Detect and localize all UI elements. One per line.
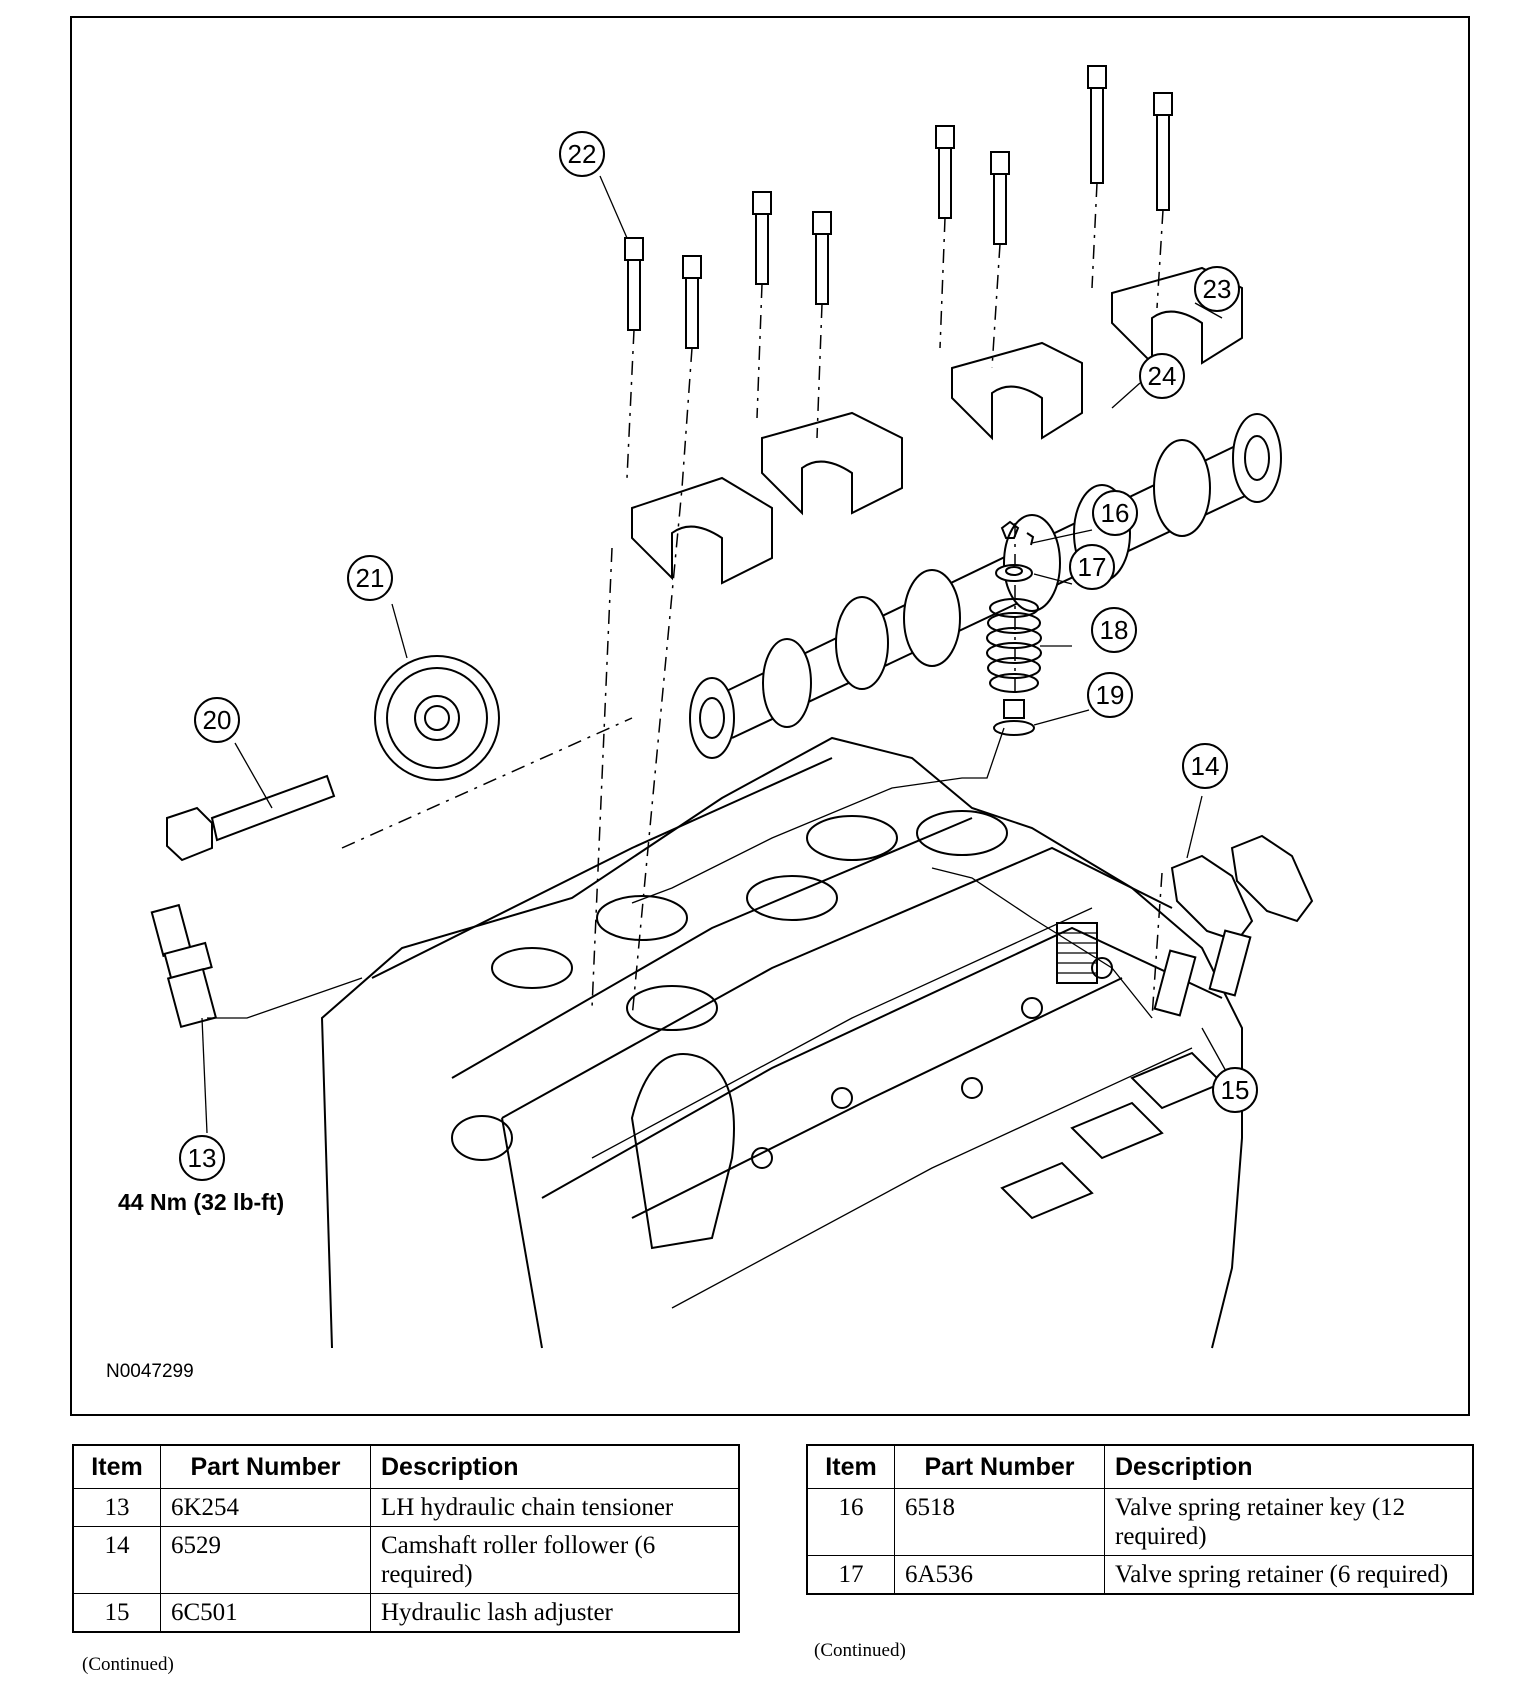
item-cell: 13 xyxy=(72,1488,161,1527)
item-cell: 16 xyxy=(806,1488,895,1556)
callout-20: 20 xyxy=(194,697,240,743)
item-cell: 17 xyxy=(806,1555,895,1595)
callout-label: 22 xyxy=(568,139,597,169)
header-part-number: Part Number xyxy=(894,1444,1105,1489)
callout-23: 23 xyxy=(1194,266,1240,312)
callout-13: 13 xyxy=(179,1135,225,1181)
callout-19: 19 xyxy=(1087,672,1133,718)
callout-label: 14 xyxy=(1191,751,1220,781)
callout-15: 15 xyxy=(1212,1067,1258,1113)
callout-24: 24 xyxy=(1139,353,1185,399)
camshaft xyxy=(689,413,1282,759)
cap-bolts xyxy=(624,65,1173,349)
description-cell: Valve spring retainer key (12 required) xyxy=(1104,1488,1474,1556)
cylinder-head xyxy=(320,736,1243,1349)
chain-tensioner xyxy=(150,903,218,1029)
leader-lines xyxy=(201,175,1233,1134)
callout-label: 13 xyxy=(188,1143,217,1173)
parts-table-left: Item Part Number Description 13 6K254 LH… xyxy=(72,1444,740,1633)
table-row: 17 6A536 Valve spring retainer (6 requir… xyxy=(806,1555,1474,1595)
callout-21: 21 xyxy=(347,555,393,601)
part-number-cell: 6K254 xyxy=(160,1488,371,1527)
bearing-caps xyxy=(631,266,1243,585)
continued-note-left: (Continued) xyxy=(82,1654,174,1675)
lash-adjusters xyxy=(1153,929,1252,1017)
part-number-cell: 6A536 xyxy=(894,1555,1105,1595)
engine-illustration: 22 23 24 21 20 16 17 18 xyxy=(150,65,1314,1349)
callout-17: 17 xyxy=(1069,544,1115,590)
valve-spring xyxy=(986,598,1042,693)
header-description: Description xyxy=(1104,1444,1474,1489)
exploded-view-figure: 22 23 24 21 20 16 17 18 xyxy=(70,16,1470,1416)
table-row: 15 6C501 Hydraulic lash adjuster xyxy=(72,1593,740,1633)
callout-14: 14 xyxy=(1182,743,1228,789)
valve-train-parts xyxy=(986,520,1042,736)
table-header-row: Item Part Number Description xyxy=(72,1444,740,1489)
callout-label: 21 xyxy=(356,563,385,593)
sprocket-bolt xyxy=(166,774,336,862)
callout-22: 22 xyxy=(559,131,605,177)
table-row: 14 6529 Camshaft roller follower (6 requ… xyxy=(72,1526,740,1594)
installed-valve-spring xyxy=(1056,922,1098,984)
callout-16: 16 xyxy=(1092,490,1138,536)
header-part-number: Part Number xyxy=(160,1444,371,1489)
parts-table-right: Item Part Number Description 16 6518 Val… xyxy=(806,1444,1474,1595)
header-item: Item xyxy=(806,1444,895,1489)
torque-spec: 44 Nm (32 lb-ft) xyxy=(118,1189,285,1215)
description-cell: LH hydraulic chain tensioner xyxy=(370,1488,740,1527)
description-cell: Hydraulic lash adjuster xyxy=(370,1593,740,1633)
callout-label: 15 xyxy=(1221,1075,1250,1105)
callout-18: 18 xyxy=(1091,607,1137,653)
callout-label: 23 xyxy=(1203,274,1232,304)
table-header-row: Item Part Number Description xyxy=(806,1444,1474,1489)
header-item: Item xyxy=(72,1444,161,1489)
part-number-cell: 6518 xyxy=(894,1488,1105,1556)
table-row: 13 6K254 LH hydraulic chain tensioner xyxy=(72,1488,740,1527)
item-cell: 15 xyxy=(72,1593,161,1633)
description-cell: Camshaft roller follower (6 required) xyxy=(370,1526,740,1594)
description-cell: Valve spring retainer (6 required) xyxy=(1104,1555,1474,1595)
roller-followers xyxy=(1170,834,1314,943)
table-row: 16 6518 Valve spring retainer key (12 re… xyxy=(806,1488,1474,1556)
continued-note-right: (Continued) xyxy=(814,1640,906,1661)
callout-label: 24 xyxy=(1148,361,1177,391)
camshaft-sprocket xyxy=(374,655,500,781)
header-description: Description xyxy=(370,1444,740,1489)
callout-label: 19 xyxy=(1096,680,1125,710)
part-number-cell: 6529 xyxy=(160,1526,371,1594)
item-cell: 14 xyxy=(72,1526,161,1594)
callout-label: 17 xyxy=(1078,552,1107,582)
callout-label: 20 xyxy=(203,705,232,735)
part-number-cell: 6C501 xyxy=(160,1593,371,1633)
callout-label: 18 xyxy=(1100,615,1129,645)
callout-label: 16 xyxy=(1101,498,1130,528)
assembly-centerlines xyxy=(341,182,1164,1019)
figure-id: N0047299 xyxy=(106,1361,194,1382)
